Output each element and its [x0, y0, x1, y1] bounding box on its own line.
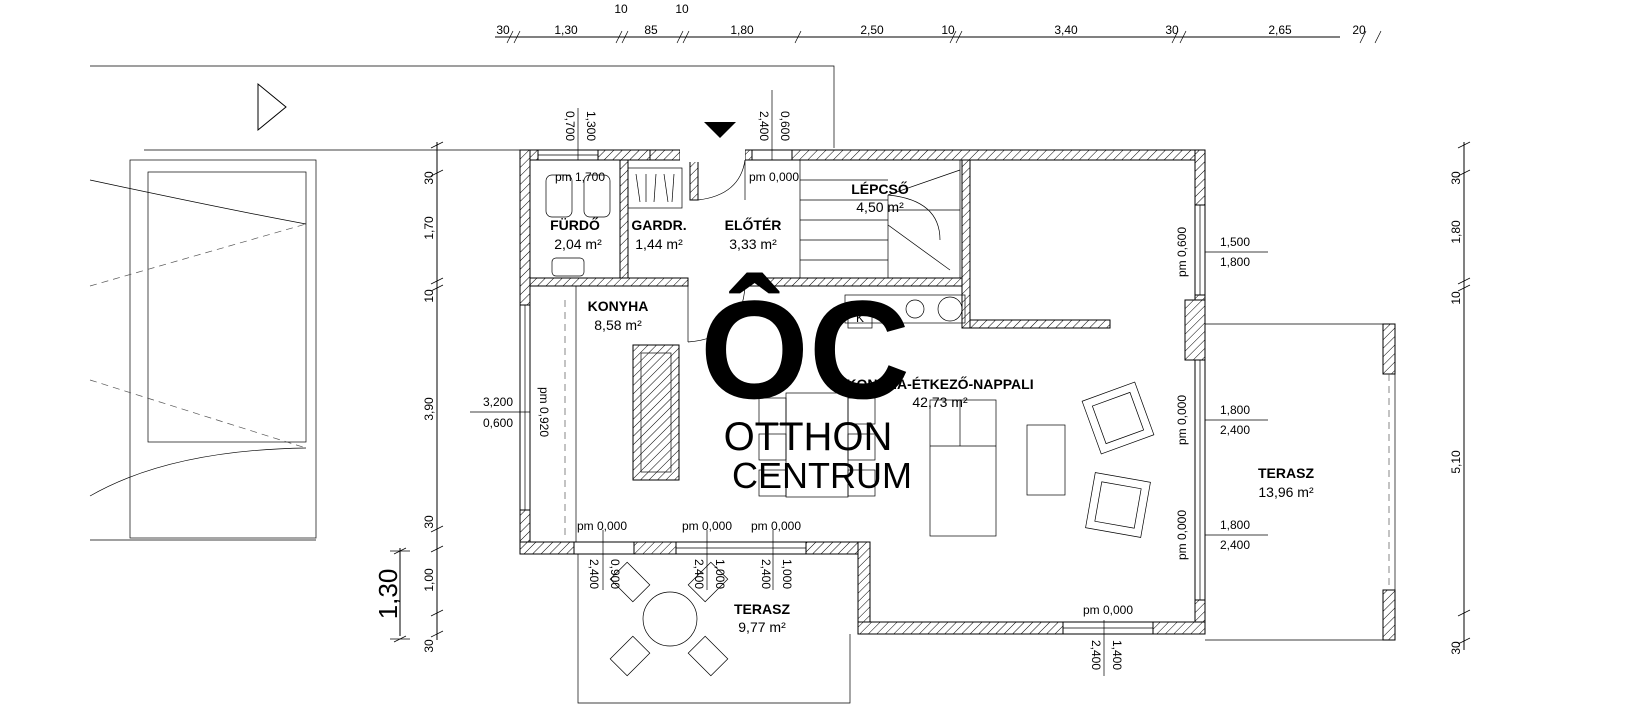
- right-dim-3: 10: [1449, 291, 1463, 305]
- east-middle-sill: 2,400: [1220, 423, 1250, 437]
- dining-table: [758, 392, 876, 498]
- top-dim-12: 20: [1352, 23, 1366, 37]
- room-name-wardrobe: GARDR.: [631, 217, 686, 233]
- south-mid-height: 2,400: [692, 559, 706, 589]
- room-area-bath: 2,04 m²: [554, 236, 602, 252]
- top-dim-2: 1,30: [554, 23, 578, 37]
- room-name-hall: ELŐTÉR: [725, 216, 782, 233]
- bottom-door-level: pm 0,000: [1083, 603, 1133, 617]
- right-dim-2: 1,80: [1449, 220, 1463, 244]
- top-dim-9: 3,40: [1054, 23, 1078, 37]
- top-dim-3: 10: [614, 2, 628, 16]
- left-dim-6: 1,00: [422, 568, 436, 592]
- top-dim-11: 2,65: [1268, 23, 1292, 37]
- watermark-line1: OTTHON: [724, 415, 893, 459]
- top-dim-7: 2,50: [860, 23, 884, 37]
- bottom-door-height: 2,400: [1089, 640, 1103, 670]
- terrace-east: [1205, 323, 1396, 641]
- south-left-width: 0,900: [608, 559, 622, 589]
- entry-height: 2,400: [757, 111, 771, 141]
- east-middle-level: pm 0,000: [1175, 395, 1189, 445]
- watermark-line2: CENTRUM: [732, 455, 912, 496]
- bath-window-sill: 0,700: [563, 111, 577, 141]
- kitchen-island: [632, 344, 680, 481]
- room-name-bath: FÜRDŐ: [550, 216, 600, 233]
- south-mid-level: pm 0,000: [682, 519, 732, 533]
- south-mid-width: 1,000: [713, 559, 727, 589]
- kitchen-unit-left: [564, 286, 577, 542]
- direction-arrow-icon: [257, 82, 287, 132]
- entrance-marker-icon: [704, 122, 736, 138]
- left-dim-7: 30: [422, 639, 436, 653]
- top-dim-8: 10: [941, 23, 955, 37]
- left-dim-1: 30: [422, 171, 436, 185]
- east-lower-height: 1,800: [1220, 518, 1250, 532]
- watermark-logo: ÔC: [700, 271, 910, 428]
- room-area-living: 42,73 m²: [912, 394, 968, 410]
- sofa: [929, 399, 997, 537]
- room-name-stairs: LÉPCSŐ: [851, 180, 909, 197]
- left-dim-5: 30: [422, 515, 436, 529]
- south-right-height: 2,400: [759, 559, 773, 589]
- east-upper-sill: 1,800: [1220, 255, 1250, 269]
- west-window-level: pm 0,920: [537, 387, 551, 437]
- room-area-terrace-east: 13,96 m²: [1258, 484, 1314, 500]
- left-dimension-chain: 30 1,70 10 3,90 30 1,00 30 1,30: [373, 141, 444, 653]
- coffee-table: [1026, 424, 1066, 496]
- top-dim-4: 85: [644, 23, 658, 37]
- bath-window-height: 1,300: [584, 111, 598, 141]
- room-area-kitchen: 8,58 m²: [594, 317, 642, 333]
- west-window-sill: 0,600: [483, 416, 513, 430]
- wardrobe: [627, 167, 683, 209]
- room-area-hall: 3,33 m²: [729, 236, 777, 252]
- right-dim-5: 30: [1449, 641, 1463, 655]
- room-area-stairs: 4,50 m²: [856, 199, 904, 215]
- staircase: [799, 159, 961, 279]
- watermark: ÔC OTTHON CENTRUM: [700, 271, 912, 496]
- top-dim-1: 30: [496, 23, 510, 37]
- left-dim-2: 1,70: [422, 216, 436, 240]
- room-name-terrace-south: TERASZ: [734, 601, 790, 617]
- right-dimension-chain: 30 1,80 10 5,10 30: [1449, 141, 1471, 655]
- left-dim-3: 10: [422, 289, 436, 303]
- top-dimension-chain: 30 1,30 10 85 10 1,80 2,50 10 3,40 30 2,…: [495, 2, 1382, 44]
- terrace-south: [577, 554, 851, 704]
- room-name-terrace-east: TERASZ: [1258, 465, 1314, 481]
- kitchen-counter: K: [844, 294, 966, 329]
- armchairs: [1081, 381, 1155, 538]
- bottom-door-width: 1,400: [1110, 640, 1124, 670]
- carport-area: [89, 65, 835, 541]
- interior-walls: [529, 159, 1206, 361]
- left-dim-4: 3,90: [422, 397, 436, 421]
- right-dim-4: 5,10: [1449, 450, 1463, 474]
- south-left-level: pm 0,000: [577, 519, 627, 533]
- west-window-height: 3,200: [483, 395, 513, 409]
- top-dim-6: 1,80: [730, 23, 754, 37]
- east-lower-level: pm 0,000: [1175, 510, 1189, 560]
- bath-window-level: pm 1,700: [555, 170, 605, 184]
- south-left-height: 2,400: [587, 559, 601, 589]
- top-dim-10: 30: [1165, 23, 1179, 37]
- entry-sill: 0,600: [778, 111, 792, 141]
- south-right-level: pm 0,000: [751, 519, 801, 533]
- east-middle-height: 1,800: [1220, 403, 1250, 417]
- room-name-living: KONYHA-ÉTKEZŐ-NAPPALI: [846, 375, 1033, 392]
- south-right-width: 1,000: [780, 559, 794, 589]
- big-left-dimension: 1,30: [373, 569, 403, 620]
- east-upper-height: 1,500: [1220, 235, 1250, 249]
- room-area-terrace-south: 9,77 m²: [738, 619, 786, 635]
- bathroom-fixtures: [545, 174, 611, 277]
- east-upper-level: pm 0,600: [1175, 227, 1189, 277]
- entry-level: pm 0,000: [749, 170, 799, 184]
- kitchen-appliance-label: K: [856, 311, 864, 325]
- room-name-kitchen: KONYHA: [588, 298, 649, 314]
- right-dim-1: 30: [1449, 171, 1463, 185]
- opening-annotations: 1,300 0,700 pm 1,700 2,400 0,600 pm 0,00…: [470, 90, 1268, 676]
- east-lower-sill: 2,400: [1220, 538, 1250, 552]
- room-area-wardrobe: 1,44 m²: [635, 236, 683, 252]
- top-dim-5: 10: [675, 2, 689, 16]
- room-labels: FÜRDŐ 2,04 m² GARDR. 1,44 m² ELŐTÉR 3,33…: [550, 180, 1314, 635]
